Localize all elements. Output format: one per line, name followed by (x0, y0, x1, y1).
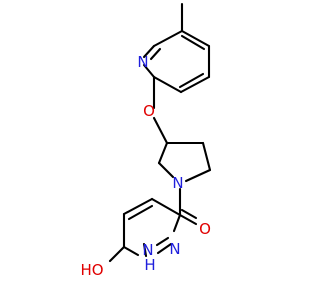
bond (122, 197, 154, 216)
bond (142, 44, 156, 59)
bond (157, 141, 169, 165)
bond (180, 29, 211, 48)
bond (152, 116, 169, 145)
bond (184, 168, 212, 183)
bond (156, 242, 173, 255)
carbonyl-oxygen-label: O (199, 220, 211, 238)
bond (172, 213, 182, 233)
bond (108, 245, 126, 263)
bond (157, 161, 175, 179)
pyridazine-nitrogen-nh-label: N (142, 241, 153, 259)
bond (152, 75, 183, 94)
bond (201, 141, 212, 172)
bond (149, 47, 162, 61)
nh-hydrogen-label: H (144, 256, 155, 274)
bond (155, 236, 170, 247)
pyridazine-ring (108, 197, 182, 263)
bond (180, 208, 198, 220)
bond (179, 75, 211, 94)
pyrrolidine-ring (157, 141, 212, 183)
pyridine-ring (142, 2, 211, 94)
bond (178, 213, 198, 226)
molecule-structure: N O N O N N H HO (80, 2, 212, 279)
pyridazine-nitrogen-upper-label: N (169, 240, 180, 258)
pyrrolidine-nitrogen-label: N (172, 174, 183, 192)
hydroxyl-oxygen-label: HO (80, 261, 103, 279)
bond (127, 204, 154, 221)
bond (152, 29, 184, 48)
ring-nitrogen-label: N (137, 53, 148, 71)
bond (122, 245, 140, 257)
bond (142, 242, 148, 258)
bond (180, 34, 206, 51)
bond (150, 197, 182, 217)
bond (178, 72, 205, 89)
bond (142, 63, 156, 79)
ether-oxygen-label: O (143, 102, 155, 120)
